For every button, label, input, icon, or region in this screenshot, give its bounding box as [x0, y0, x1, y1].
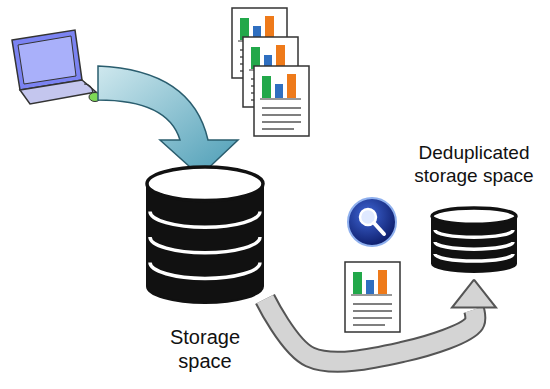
- magnifier-icon: [348, 198, 396, 246]
- single-document: [345, 262, 400, 332]
- document-stack: [232, 8, 309, 136]
- cylinder-top: [432, 208, 516, 224]
- upload-arrow: [98, 66, 238, 176]
- cylinder-band: [435, 230, 513, 237]
- cylinder-top: [147, 167, 263, 201]
- storage-node: Deduplicated storage space: [398, 142, 550, 274]
- laptop-icon: [12, 30, 101, 104]
- database-cylinder: [145, 165, 265, 305]
- arrow-outline: [265, 299, 475, 362]
- arrow-head: [452, 280, 496, 308]
- cylinder-band: [435, 242, 513, 249]
- cylinder-band: [150, 263, 260, 279]
- storage-node: Storage space: [145, 165, 265, 373]
- database-cylinder: [430, 206, 518, 274]
- dedup-arrow: [265, 280, 496, 362]
- arrow-band: [265, 299, 475, 362]
- cylinder-band: [150, 211, 260, 227]
- cylinder-band: [150, 237, 260, 253]
- cylinder-band: [435, 254, 513, 261]
- node-label: Storage space: [155, 325, 255, 373]
- node-label: Deduplicated storage space: [414, 142, 534, 188]
